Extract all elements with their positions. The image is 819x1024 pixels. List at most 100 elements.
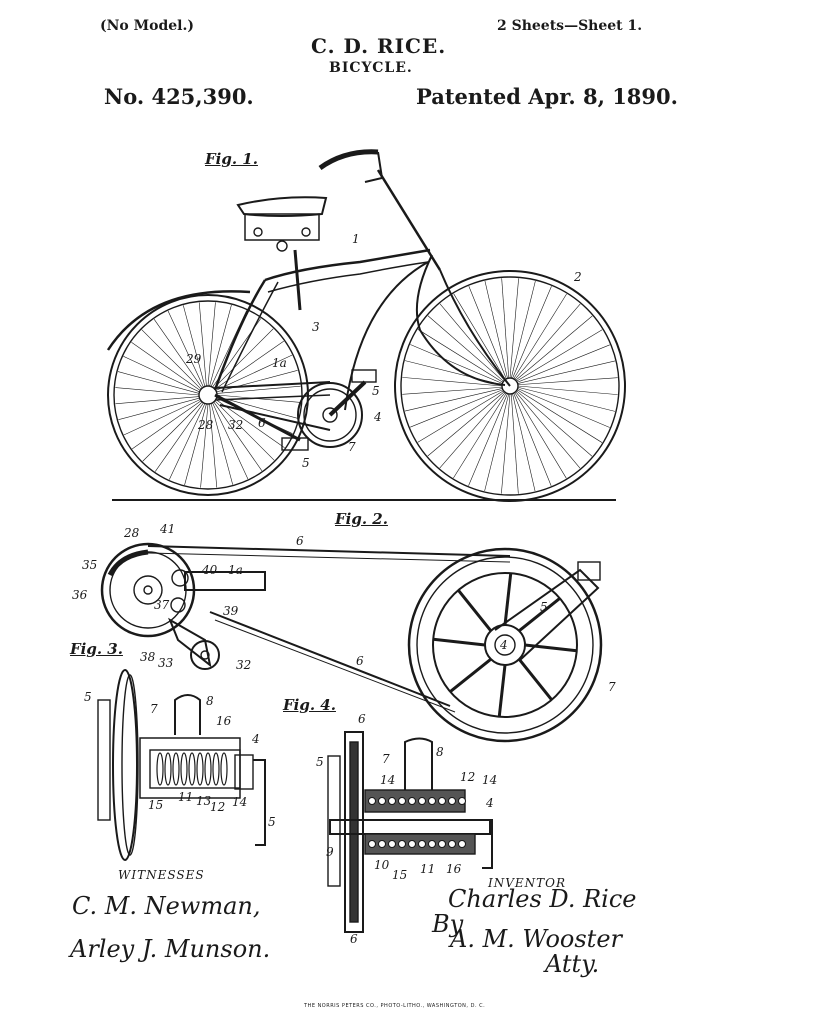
bearing-ball bbox=[398, 840, 406, 848]
spoke bbox=[517, 377, 618, 386]
spoke bbox=[216, 385, 301, 394]
ref-label: 11 bbox=[420, 862, 436, 876]
ref-label: 4 bbox=[486, 796, 494, 810]
bearing-ball bbox=[458, 797, 466, 805]
spoke bbox=[516, 390, 593, 457]
spoke bbox=[213, 328, 274, 389]
spoke bbox=[142, 401, 203, 462]
ref-label: 38 bbox=[140, 650, 156, 664]
inventor-heading: INVENTOR bbox=[488, 876, 567, 890]
spoke bbox=[514, 303, 581, 380]
spoke bbox=[453, 293, 506, 380]
patent-date: Patented Apr. 8, 1890. bbox=[416, 84, 678, 109]
spoke bbox=[404, 388, 503, 412]
ref-label: 14 bbox=[482, 773, 498, 787]
spoke bbox=[517, 360, 616, 384]
spring-coil bbox=[204, 752, 212, 786]
ref-label: 5 bbox=[316, 755, 324, 769]
spoke bbox=[516, 389, 603, 443]
spoke bbox=[501, 278, 510, 379]
spring-coil bbox=[172, 752, 180, 786]
spoke bbox=[512, 286, 552, 379]
spoke bbox=[182, 305, 206, 387]
bearing-ball bbox=[418, 840, 426, 848]
spring-coil bbox=[180, 752, 188, 786]
ref-label: 14 bbox=[380, 773, 396, 787]
bearing-ball bbox=[418, 797, 426, 805]
by-text: By bbox=[432, 910, 464, 938]
bearing-ball bbox=[458, 840, 466, 848]
ref-label: 6 bbox=[296, 534, 304, 548]
model-note: (No Model.) bbox=[100, 18, 194, 34]
ref-label: 7 bbox=[348, 440, 356, 454]
spoke bbox=[515, 391, 581, 469]
spoke bbox=[509, 278, 519, 379]
spring-coil bbox=[188, 752, 196, 786]
spoke bbox=[131, 341, 201, 391]
spoke bbox=[427, 391, 505, 457]
ref-label: 41 bbox=[160, 522, 176, 536]
spoke bbox=[513, 293, 567, 380]
spoke bbox=[517, 388, 610, 428]
ref-label: 7 bbox=[608, 680, 616, 694]
ref-label: 11 bbox=[178, 790, 194, 804]
bearing-ball bbox=[438, 840, 446, 848]
bearing-ball bbox=[448, 840, 456, 848]
spoke bbox=[439, 392, 506, 469]
ref-label: 16 bbox=[446, 862, 462, 876]
inventor-signature: Charles D. Rice bbox=[448, 885, 637, 913]
fig4-section bbox=[327, 731, 493, 933]
ref-label: 14 bbox=[232, 795, 248, 809]
spoke bbox=[402, 377, 503, 387]
ref-label: 1a bbox=[228, 563, 243, 577]
spoke bbox=[212, 402, 249, 480]
ref-label: 3 bbox=[312, 320, 320, 334]
spring-coil bbox=[156, 752, 164, 786]
patent-number: No. 425,390. bbox=[104, 84, 254, 109]
bearing-ball bbox=[368, 797, 376, 805]
ref-label: 7 bbox=[382, 752, 390, 766]
fig2-drive bbox=[100, 542, 603, 743]
fig4-title: Fig. 4. bbox=[283, 696, 336, 714]
bearing-ball bbox=[428, 797, 436, 805]
spoke bbox=[510, 280, 536, 379]
spoke bbox=[132, 400, 202, 450]
inventor-name-header: C. D. RICE. bbox=[311, 34, 447, 58]
spoke bbox=[417, 329, 504, 383]
spoke bbox=[184, 403, 207, 486]
ref-label: 4 bbox=[500, 638, 508, 652]
spoke bbox=[209, 304, 232, 387]
bearing-ball bbox=[378, 840, 386, 848]
ref-label: 13 bbox=[196, 794, 212, 808]
ref-label: 7 bbox=[150, 702, 158, 716]
spoke bbox=[517, 658, 553, 701]
sheet-number: 2 Sheets—Sheet 1. bbox=[497, 18, 643, 34]
ref-label: 15 bbox=[392, 868, 408, 882]
spoke bbox=[512, 393, 536, 492]
spoke bbox=[524, 643, 577, 653]
spoke bbox=[200, 403, 209, 488]
ref-label: 4 bbox=[252, 732, 260, 746]
spoke bbox=[515, 315, 593, 381]
ref-label: 5 bbox=[302, 456, 310, 470]
spoke bbox=[468, 286, 507, 379]
spoke bbox=[198, 302, 207, 387]
bearing-ball bbox=[448, 797, 456, 805]
attorney-signature: A. M. Wooster bbox=[450, 925, 622, 953]
ref-label: 5 bbox=[84, 690, 92, 704]
fig1-bicycle bbox=[106, 149, 626, 502]
spoke bbox=[154, 402, 204, 472]
ref-label: 8 bbox=[436, 745, 444, 759]
spoke bbox=[484, 393, 510, 492]
patent-title: BICYCLE. bbox=[329, 60, 413, 76]
ref-label: 12 bbox=[210, 800, 226, 814]
spoke bbox=[410, 344, 503, 384]
spring-coil bbox=[164, 752, 172, 786]
printer-footer: THE NORRIS PETERS CO., PHOTO-LITHO., WAS… bbox=[304, 1003, 486, 1009]
ref-label: 28 bbox=[124, 526, 140, 540]
spoke bbox=[514, 392, 567, 479]
spoke bbox=[510, 393, 519, 494]
spoke bbox=[427, 315, 504, 382]
spoke bbox=[215, 354, 293, 391]
